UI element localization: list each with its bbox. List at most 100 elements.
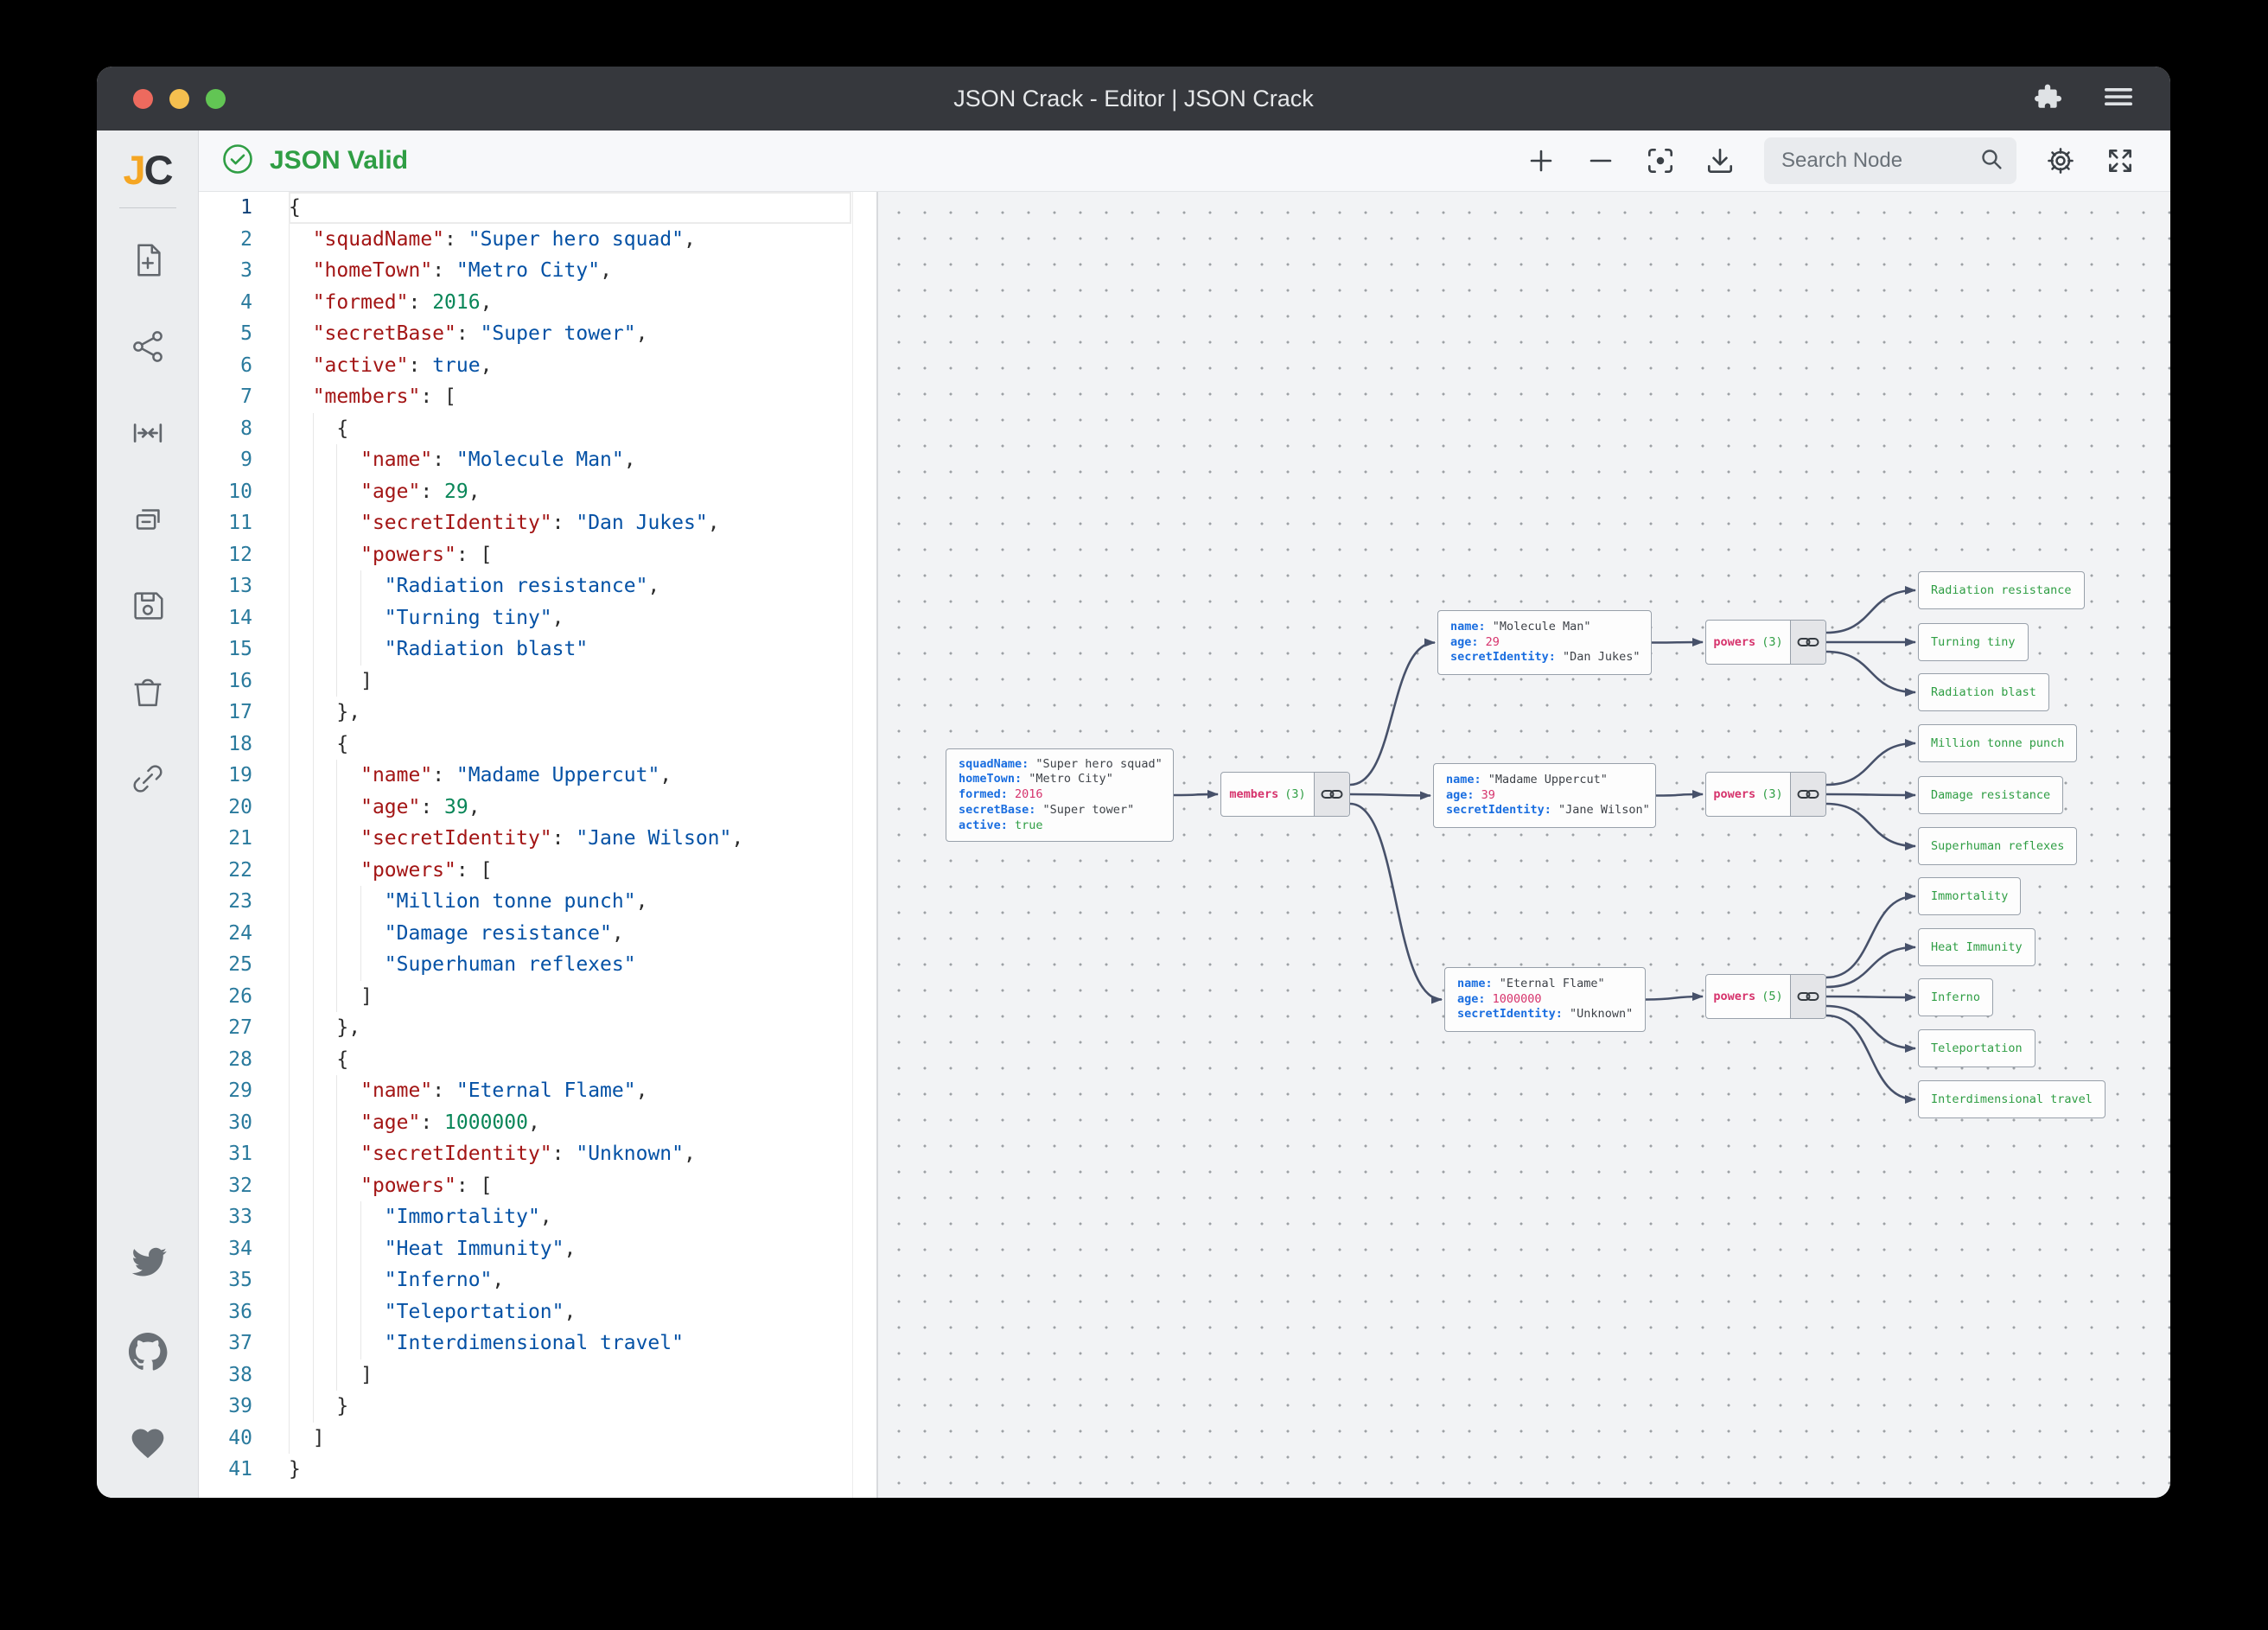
code-line[interactable]: 31 "secretIdentity": "Unknown", — [199, 1138, 876, 1170]
line-number: 21 — [199, 823, 252, 855]
graph-node-m2[interactable]: name: "Madame Uppercut"age: 39secretIden… — [1433, 763, 1656, 828]
code-line[interactable]: 24 "Damage resistance", — [199, 918, 876, 950]
graph-node-l8[interactable]: Heat Immunity — [1918, 928, 2035, 966]
activity-bar: JC — [97, 131, 199, 1498]
graph-view-icon[interactable] — [127, 326, 169, 367]
link-icon[interactable] — [1790, 773, 1825, 816]
graph-node-l2[interactable]: Turning tiny — [1918, 623, 2029, 661]
code-line[interactable]: 25 "Superhuman reflexes" — [199, 949, 876, 981]
link-icon[interactable] — [1790, 975, 1825, 1018]
zoom-in-icon[interactable] — [1526, 145, 1557, 176]
graph-node-l9[interactable]: Inferno — [1918, 978, 1993, 1016]
code-line[interactable]: 32 "powers": [ — [199, 1170, 876, 1202]
line-number: 20 — [199, 792, 252, 824]
code-line[interactable]: 40 ] — [199, 1423, 876, 1455]
code-line[interactable]: 26 ] — [199, 981, 876, 1013]
code-line[interactable]: 11 "secretIdentity": "Dan Jukes", — [199, 507, 876, 539]
code-line[interactable]: 15 "Radiation blast" — [199, 634, 876, 665]
menu-icon[interactable] — [2103, 84, 2134, 114]
zoom-button[interactable] — [206, 89, 226, 109]
graph-node-l1[interactable]: Radiation resistance — [1918, 571, 2085, 609]
download-icon[interactable] — [1704, 145, 1736, 176]
window-title: JSON Crack - Editor | JSON Crack — [97, 86, 2170, 112]
code-line[interactable]: 35 "Inferno", — [199, 1264, 876, 1296]
code-line[interactable]: 16 ] — [199, 665, 876, 697]
code-line[interactable]: 10 "age": 29, — [199, 476, 876, 508]
search-node-input[interactable] — [1780, 148, 1972, 174]
graph-node-m1[interactable]: name: "Molecule Man"age: 29secretIdentit… — [1437, 610, 1652, 675]
code-line[interactable]: 13 "Radiation resistance", — [199, 570, 876, 602]
save-icon[interactable] — [127, 585, 169, 627]
graph-node-p1[interactable]: powers(3) — [1705, 620, 1826, 665]
json-editor[interactable]: 1{2 "squadName": "Super hero squad",3 "h… — [199, 192, 878, 1498]
share-link-icon[interactable] — [127, 758, 169, 799]
code-line[interactable]: 21 "secretIdentity": "Jane Wilson", — [199, 823, 876, 855]
code-line[interactable]: 20 "age": 39, — [199, 792, 876, 824]
app-logo[interactable]: JC — [123, 150, 171, 190]
code-area: 1{2 "squadName": "Super hero squad",3 "h… — [199, 192, 876, 1486]
line-number: 11 — [199, 507, 252, 539]
graph-node-l11[interactable]: Interdimensional travel — [1918, 1080, 2106, 1118]
focus-center-icon[interactable] — [1645, 145, 1676, 176]
graph-node-root[interactable]: squadName: "Super hero squad"homeTown: "… — [946, 748, 1174, 842]
close-button[interactable] — [133, 89, 153, 109]
code-line[interactable]: 17 }, — [199, 697, 876, 729]
settings-gear-icon[interactable] — [2045, 145, 2076, 176]
code-line[interactable]: 30 "age": 1000000, — [199, 1107, 876, 1139]
github-icon[interactable] — [128, 1332, 168, 1376]
graph-node-l10[interactable]: Teleportation — [1918, 1029, 2035, 1067]
fullscreen-icon[interactable] — [2105, 145, 2136, 176]
center-view-icon[interactable] — [127, 412, 169, 454]
graph-node-l7[interactable]: Immortality — [1918, 877, 2021, 915]
code-line[interactable]: 23 "Million tonne punch", — [199, 886, 876, 918]
line-number: 41 — [199, 1454, 252, 1486]
graph-node-members[interactable]: members(3) — [1220, 772, 1350, 817]
code-line[interactable]: 9 "name": "Molecule Man", — [199, 444, 876, 476]
graph-canvas[interactable]: squadName: "Super hero squad"homeTown: "… — [878, 192, 2170, 1498]
code-line[interactable]: 34 "Heat Immunity", — [199, 1233, 876, 1265]
code-line[interactable]: 2 "squadName": "Super hero squad", — [199, 224, 876, 256]
code-line[interactable]: 1{ — [199, 192, 876, 224]
graph-node-p3[interactable]: powers(5) — [1705, 974, 1826, 1019]
twitter-icon[interactable] — [129, 1241, 167, 1283]
code-line[interactable]: 6 "active": true, — [199, 350, 876, 382]
code-line[interactable]: 8 { — [199, 413, 876, 445]
new-document-icon[interactable] — [127, 239, 169, 281]
code-line[interactable]: 4 "formed": 2016, — [199, 287, 876, 319]
code-line[interactable]: 18 { — [199, 729, 876, 761]
code-line[interactable]: 14 "Turning tiny", — [199, 602, 876, 634]
code-line[interactable]: 7 "members": [ — [199, 381, 876, 413]
link-icon[interactable] — [1314, 773, 1349, 816]
line-number: 26 — [199, 981, 252, 1013]
line-number: 10 — [199, 476, 252, 508]
search-icon[interactable] — [1978, 146, 2004, 176]
minimize-button[interactable] — [169, 89, 189, 109]
code-line[interactable]: 36 "Teleportation", — [199, 1296, 876, 1328]
graph-node-l3[interactable]: Radiation blast — [1918, 673, 2049, 711]
graph-node-m3[interactable]: name: "Eternal Flame"age: 1000000secretI… — [1444, 967, 1646, 1032]
code-line[interactable]: 12 "powers": [ — [199, 539, 876, 571]
code-line[interactable]: 39 } — [199, 1391, 876, 1423]
graph-node-l5[interactable]: Damage resistance — [1918, 776, 2063, 814]
code-line[interactable]: 27 }, — [199, 1012, 876, 1044]
sponsor-heart-icon[interactable] — [129, 1424, 167, 1467]
code-line[interactable]: 19 "name": "Madame Uppercut", — [199, 760, 876, 792]
graph-node-l4[interactable]: Million tonne punch — [1918, 724, 2077, 762]
graph-node-l6[interactable]: Superhuman reflexes — [1918, 827, 2077, 865]
delete-icon[interactable] — [127, 672, 169, 713]
code-line[interactable]: 38 ] — [199, 1359, 876, 1391]
copy-icon[interactable] — [127, 499, 169, 540]
code-line[interactable]: 37 "Interdimensional travel" — [199, 1328, 876, 1359]
code-line[interactable]: 3 "homeTown": "Metro City", — [199, 255, 876, 287]
code-line[interactable]: 41} — [199, 1454, 876, 1486]
zoom-out-icon[interactable] — [1585, 145, 1616, 176]
extension-puzzle-icon[interactable] — [2034, 83, 2061, 115]
code-line[interactable]: 28 { — [199, 1044, 876, 1076]
code-line[interactable]: 22 "powers": [ — [199, 855, 876, 887]
link-icon[interactable] — [1790, 621, 1825, 664]
graph-node-p2[interactable]: powers(3) — [1705, 772, 1826, 817]
code-line[interactable]: 29 "name": "Eternal Flame", — [199, 1075, 876, 1107]
line-number: 39 — [199, 1391, 252, 1423]
code-line[interactable]: 5 "secretBase": "Super tower", — [199, 318, 876, 350]
code-line[interactable]: 33 "Immortality", — [199, 1201, 876, 1233]
